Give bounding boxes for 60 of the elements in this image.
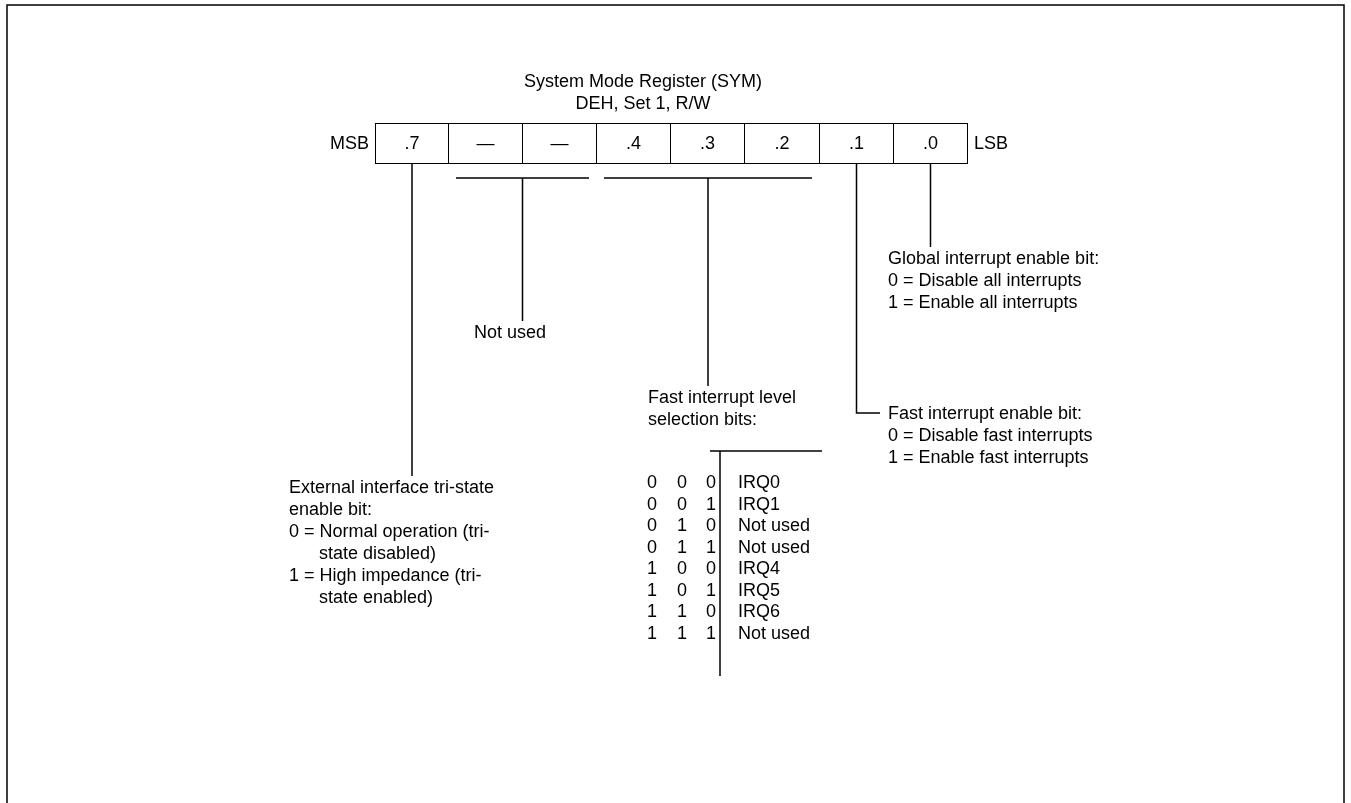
register-bit-cell: .3 [670,123,745,164]
table-cell-bit: 1 [705,579,717,601]
table-cell-bit: 1 [676,622,688,644]
bit-value-description: 1 = High impedance (tri-state enabled) [289,564,483,608]
bit-order-label: MSB [329,133,369,154]
register-bit-cell: .7 [375,123,449,164]
register-bit-cell: .4 [596,123,671,164]
bit-description: External interface tri-state enable bit: [289,476,496,520]
table-cell-bit: 1 [646,622,658,644]
table-cell-bit: 1 [676,601,688,622]
table-cell-bit: 0 [705,515,717,536]
bit-description: Fast interrupt level selection bits: [648,386,818,430]
table-cell-interrupt: IRQ1 [738,493,781,515]
table-cell-bit: 1 [646,579,658,601]
register-bit-cell: .2 [744,123,820,164]
table-cell-bit: 0 [676,579,688,601]
table-cell-interrupt: IRQ0 [738,472,781,493]
bit-description: Global interrupt enable bit: [888,247,1101,269]
table-cell-bit: 0 [705,601,717,622]
table-cell-bit: 0 [676,472,688,493]
leader-line [855,163,881,414]
table-cell-interrupt: Not used [738,515,812,536]
table-cell-bit: 1 [705,622,717,644]
table-cell-interrupt: IRQ6 [738,601,781,622]
bit-value-description: 0 = Normal operation (tri-state disabled) [289,520,491,564]
table-cell-bit: 1 [676,515,688,536]
table-cell-bit: 1 [705,493,717,515]
table-cell-bit: 1 [646,558,658,579]
register-bit-cell: .0 [893,123,968,164]
register-bit-cell: .1 [819,123,894,164]
bit-value-description: 0 = Disable all interrupts [888,269,1083,291]
bit-description: Not used [474,321,574,343]
leader-line [455,177,590,322]
table-cell-interrupt: Not used [738,622,812,644]
table-cell-bit: 1 [705,536,717,558]
register-title: System Mode Register (SYM) [522,71,764,91]
table-cell-bit: 1 [646,601,658,622]
table-cell-bit: 0 [646,472,658,493]
table-cell-interrupt: IRQ4 [738,558,781,579]
table-cell-bit: 0 [676,558,688,579]
register-bit-cell: — [448,123,523,164]
table-cell-bit: 0 [676,493,688,515]
leader-line [929,163,932,248]
bit-value-description: 1 = Enable fast interrupts [888,446,1090,468]
table-cell-bit: 1 [676,536,688,558]
bit-order-label: LSB [974,133,1010,154]
register-address: DEH, Set 1, R/W [574,93,712,114]
table-cell-bit: 0 [705,558,717,579]
table-cell-bit: 0 [646,536,658,558]
bit-value-description: 1 = Enable all interrupts [888,291,1079,313]
table-cell-bit: 0 [705,472,717,493]
table-cell-bit: 0 [646,515,658,536]
bit-value-description: 0 = Disable fast interrupts [888,424,1094,446]
table-cell-interrupt: IRQ5 [738,579,781,601]
register-bit-cell: — [522,123,597,164]
table-cell-bit: 0 [646,493,658,515]
bit-description: Fast interrupt enable bit: [888,402,1084,424]
table-cell-interrupt: Not used [738,536,812,558]
leader-line [411,163,413,477]
leader-line [603,177,813,387]
